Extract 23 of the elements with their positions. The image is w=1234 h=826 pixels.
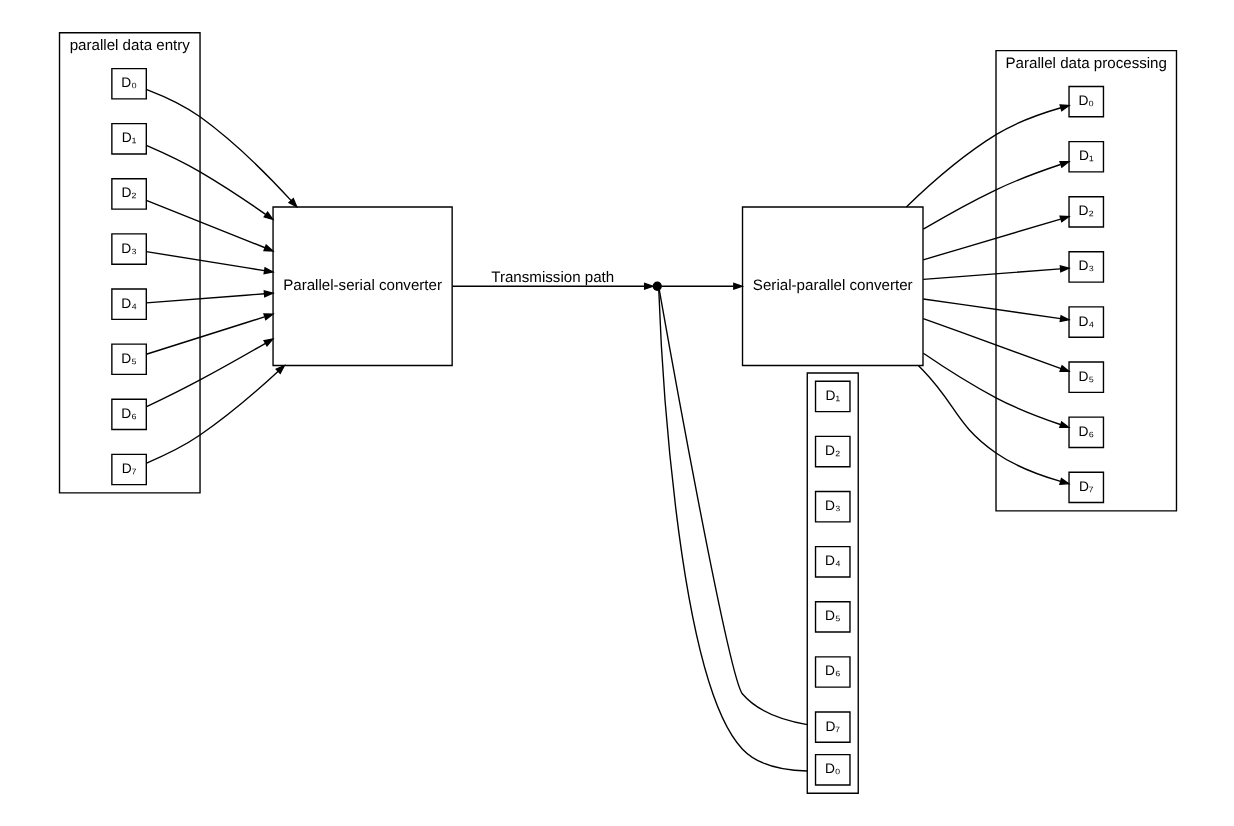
arrow [144,313,274,355]
arrow [450,282,654,291]
cluster [805,372,858,794]
arrow [145,88,298,209]
arrow [144,364,285,464]
arrow [921,265,1070,281]
arrow [921,352,1070,429]
arrow [144,144,274,221]
arrow [921,215,1070,261]
arrow [144,289,274,304]
arrow [916,365,1070,485]
edge-label: Transmission path [490,267,614,286]
arrow [659,282,744,291]
arrow [921,160,1070,230]
node-box: Parallel-serial converter [271,206,452,367]
node-box: Serial-parallel converter [740,206,923,367]
arrow [921,317,1070,373]
arrow [921,298,1070,323]
arrow [144,250,274,275]
arrow [904,104,1070,208]
arrow [144,338,274,408]
node-break [651,281,661,291]
arrow [144,199,274,252]
